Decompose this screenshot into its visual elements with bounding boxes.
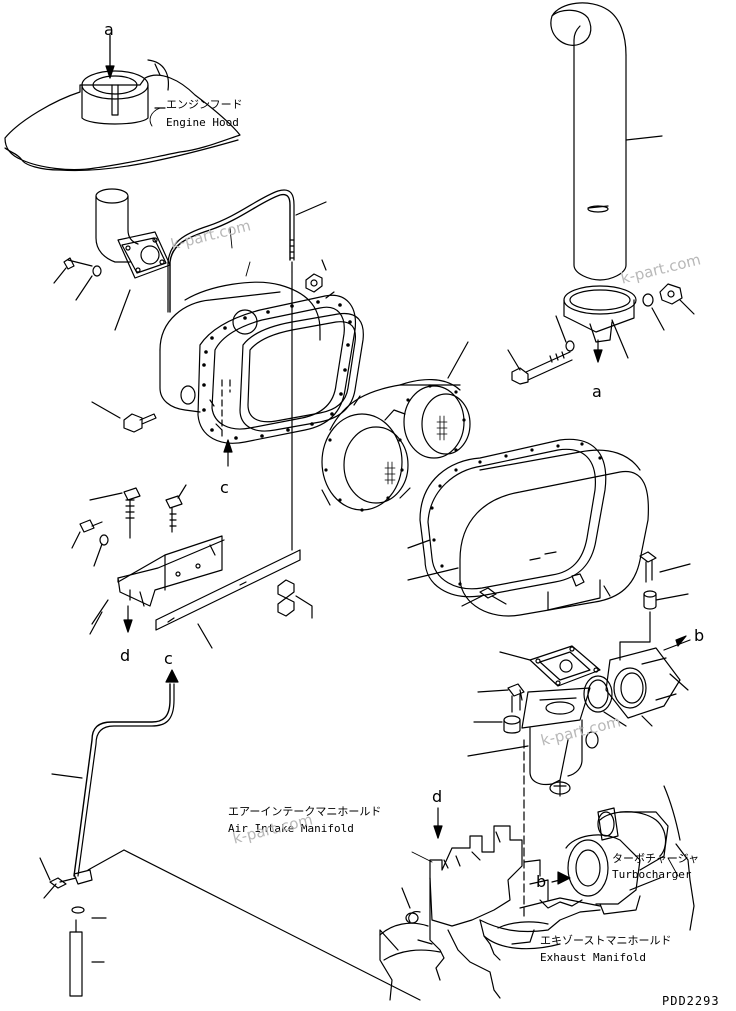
stack-clamp-drawing	[564, 286, 636, 362]
marker-d-manifold: d	[432, 787, 443, 806]
marker-b-adapter: b	[694, 626, 705, 645]
exhaust-elbow-drawing	[54, 189, 170, 330]
lower-elbow-drawing	[468, 684, 598, 920]
turbocharger-label-en: Turbocharger	[612, 868, 692, 881]
nut-pair-drawing	[278, 580, 312, 618]
exhaust-manifold-label-en: Exhaust Manifold	[540, 951, 646, 964]
support-rod-drawing	[40, 670, 178, 996]
muffler-bracket-drawing	[72, 485, 300, 648]
oval-gasket-drawing	[240, 314, 363, 432]
stack-bolt-drawing	[508, 284, 694, 384]
intake-manifold-label-en: Air Intake Manifold	[228, 822, 354, 835]
marker-a-stack: a	[592, 382, 602, 401]
exhaust-manifold-label-jp: エキゾーストマニホールド	[540, 934, 672, 947]
square-gasket-drawing	[500, 646, 600, 686]
right-muffler-bolt-drawing	[462, 588, 506, 606]
engine-block-drawing	[88, 808, 600, 1000]
engine-hood-label-en: Engine Hood	[166, 116, 239, 129]
engine-hood-label-jp: エンジンフード	[166, 98, 243, 111]
mounting-bolt-drawing	[620, 552, 690, 660]
left-muffler-drawing	[160, 282, 355, 466]
marker-a-hood: a	[104, 20, 114, 39]
drawing-code: PDD2293	[662, 994, 720, 1008]
marker-b-turbo: b	[536, 872, 547, 891]
turbocharger-drawing	[566, 786, 694, 930]
turbocharger-label-jp: ターボチャージャ	[612, 852, 700, 865]
engine-hood-drawing	[5, 35, 240, 171]
muffler-clamp-rod-drawing	[168, 190, 326, 550]
turbo-adapter-drawing	[584, 636, 690, 726]
marker-c-muffler: c	[220, 478, 229, 497]
twin-filter-element-drawing	[322, 342, 470, 512]
label-leaders	[150, 108, 682, 938]
intake-manifold-label-jp: エアーインテークマニホールド	[228, 805, 382, 818]
muffler-drain-bolt-drawing	[92, 402, 156, 432]
right-muffler-drawing	[408, 439, 648, 616]
marker-d-bracket: d	[120, 646, 131, 665]
top-nut-drawing	[306, 260, 334, 298]
marker-c-rod: c	[164, 649, 173, 668]
exhaust-stack-drawing	[551, 3, 662, 280]
